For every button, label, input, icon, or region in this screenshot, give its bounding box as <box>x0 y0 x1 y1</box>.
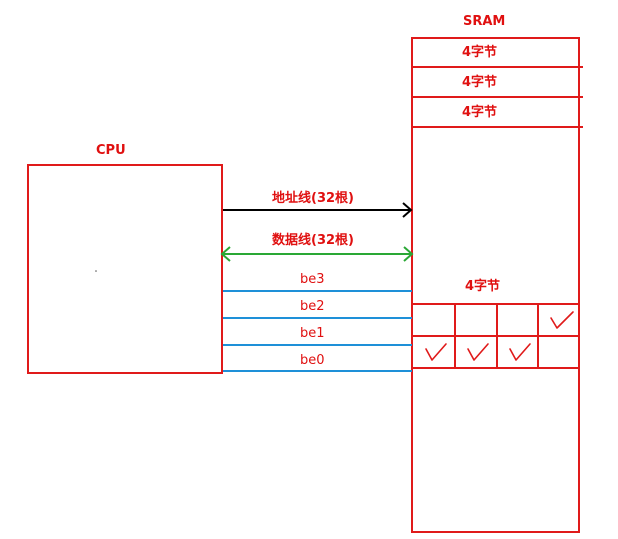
byte-row-2 <box>411 335 580 369</box>
data-bus-label: 数据线(32根) <box>272 232 354 248</box>
sram-title: SRAM <box>463 14 505 29</box>
arrow-left-icon <box>220 246 231 262</box>
be3-label: be3 <box>300 272 325 287</box>
cpu-title: CPU <box>96 143 126 158</box>
be1-label: be1 <box>300 326 325 341</box>
checkmark-icon <box>425 343 447 361</box>
cpu-dot <box>95 270 97 272</box>
checkmark-icon <box>467 343 489 361</box>
cpu-box <box>27 164 223 374</box>
arrow-right-icon <box>402 202 413 218</box>
arrow-right-icon <box>403 246 414 262</box>
sram-row-label: 4字节 <box>462 104 497 120</box>
address-bus-label: 地址线(32根) <box>272 190 354 206</box>
checkmark-icon <box>550 311 574 329</box>
sram-detail-label: 4字节 <box>465 278 500 294</box>
be2-label: be2 <box>300 299 325 314</box>
sram-row-label: 4字节 <box>462 44 497 60</box>
be0-label: be0 <box>300 353 325 368</box>
byte-row-1 <box>411 303 580 337</box>
sram-box <box>411 37 580 533</box>
sram-row-label: 4字节 <box>462 74 497 90</box>
checkmark-icon <box>509 343 531 361</box>
